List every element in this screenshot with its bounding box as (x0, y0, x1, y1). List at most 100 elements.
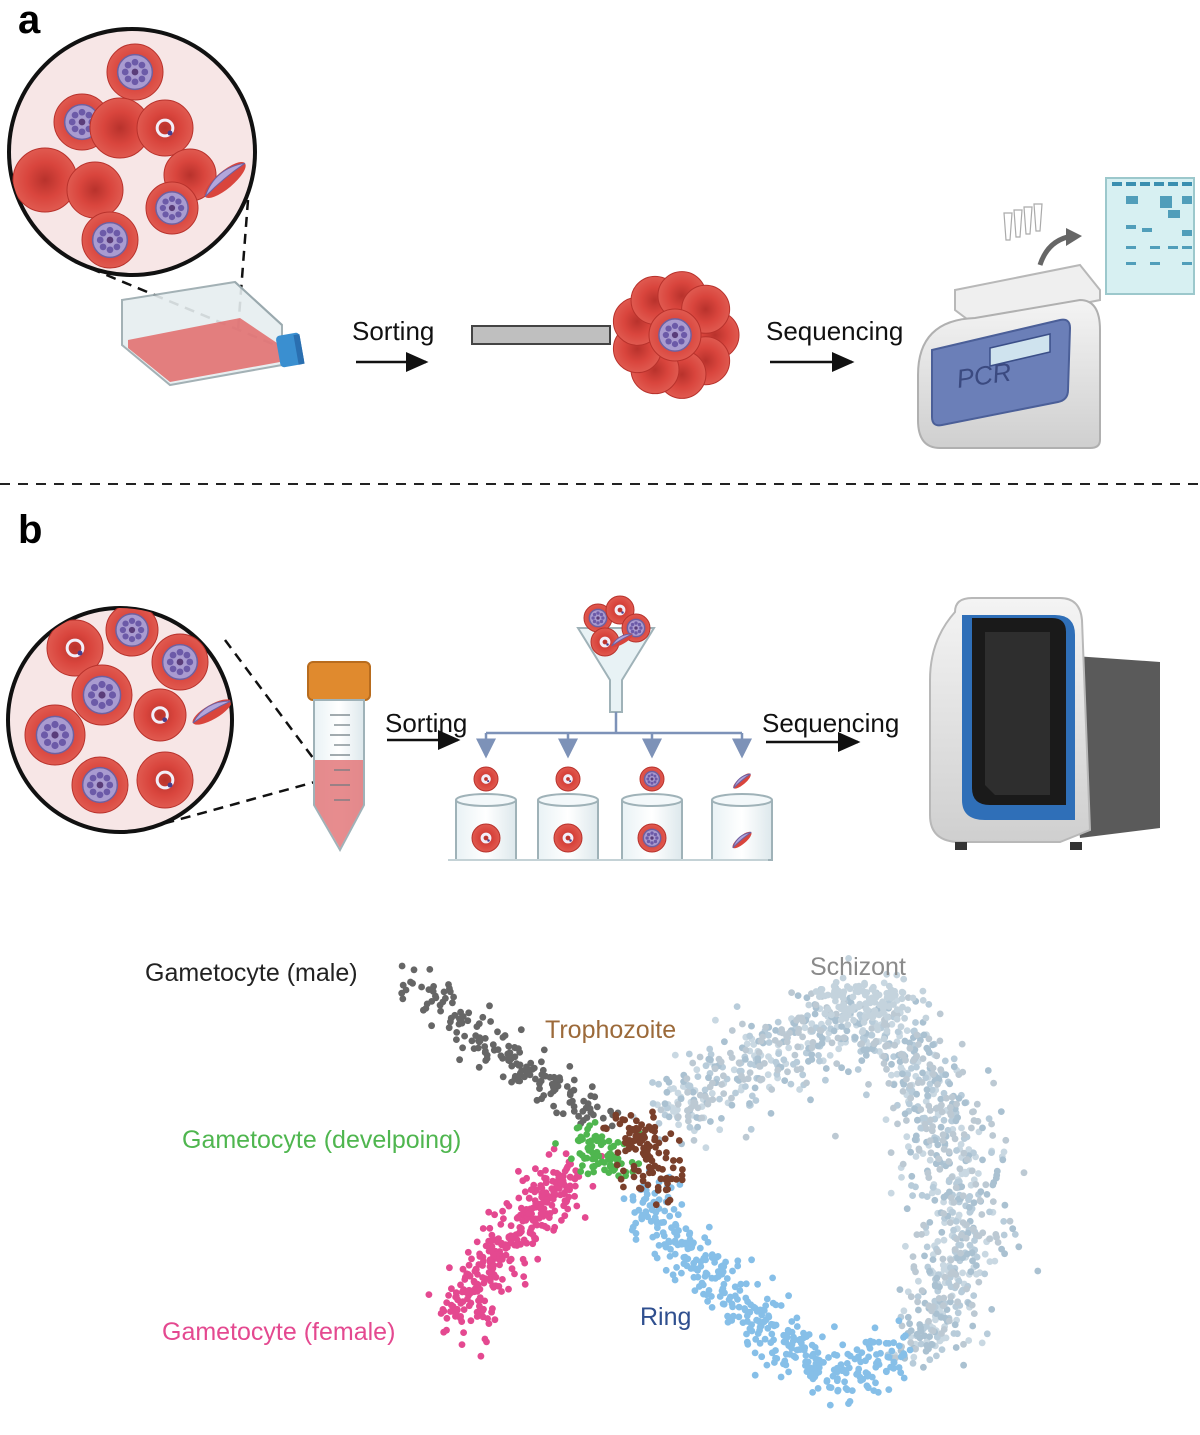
umap-point-ring (814, 1356, 821, 1363)
umap-point-schizont (968, 1301, 976, 1309)
umap-point-trophozoite (652, 1201, 660, 1209)
umap-point-male (529, 1066, 536, 1073)
umap-point-trophozoite (617, 1175, 625, 1183)
umap-point-schizont (917, 1124, 925, 1132)
umap-point-ring (819, 1333, 826, 1341)
umap-point-schizont (966, 1241, 974, 1249)
umap-point-trophozoite (676, 1157, 683, 1164)
umap-point-schizont (909, 994, 917, 1002)
umap-point-female (489, 1305, 496, 1312)
umap-point-male (587, 1092, 595, 1100)
umap-point-male (499, 1073, 507, 1081)
umap-point-female (581, 1214, 589, 1221)
umap-point-schizont (783, 1038, 791, 1046)
umap-point-schizont (940, 1145, 948, 1153)
umap-point-female (550, 1145, 558, 1153)
umap-point-schizont (907, 1148, 914, 1156)
umap-point-schizont (947, 1298, 954, 1306)
umap-point-female (460, 1306, 468, 1313)
umap-point-schizont (852, 983, 860, 990)
umap-point-schizont (952, 1184, 960, 1191)
umap-point-schizont (940, 1210, 948, 1217)
umap-point-schizont (954, 1309, 962, 1317)
umap-point-ring (680, 1260, 688, 1268)
umap-point-ring (862, 1338, 870, 1346)
umap-point-female (561, 1212, 569, 1220)
umap-point-ring (769, 1274, 776, 1282)
umap-point-male (451, 1011, 459, 1019)
umap-point-schizont (907, 1339, 915, 1346)
umap-point-female (446, 1264, 453, 1272)
umap-point-schizont (807, 1096, 814, 1104)
umap-point-female (561, 1167, 569, 1175)
umap-point-schizont (690, 1099, 698, 1107)
umap-point-ring (691, 1287, 699, 1294)
umap-point-female (476, 1253, 484, 1260)
umap-point-schizont (843, 1027, 851, 1035)
umap-point-ring (885, 1386, 893, 1393)
umap-point-ring (704, 1297, 711, 1305)
umap-point-schizont (961, 1099, 969, 1107)
umap-point-ring (831, 1323, 838, 1331)
umap-point-schizont (914, 1298, 921, 1306)
infected-red-blood-cell (136, 751, 194, 809)
umap-point-schizont (926, 1156, 934, 1164)
umap-point-ring (731, 1283, 739, 1291)
umap-point-schizont (876, 1001, 884, 1009)
umap-point-schizont (696, 1053, 704, 1061)
umap-point-female (465, 1261, 473, 1269)
umap-point-schizont (888, 1060, 895, 1068)
panel-a-label: a (18, 0, 41, 42)
umap-point-schizont (686, 1123, 694, 1131)
umap-point-trophozoite (659, 1166, 666, 1173)
umap-point-schizont (854, 988, 862, 996)
umap-point-schizont (959, 1192, 967, 1200)
umap-point-schizont (908, 1172, 916, 1180)
umap-point-schizont (896, 1286, 904, 1293)
umap-point-schizont (918, 1079, 926, 1086)
umap-point-schizont (946, 1219, 954, 1226)
umap-point-ring (692, 1256, 700, 1264)
umap-point-schizont (978, 1211, 986, 1218)
umap-point-schizont (842, 1013, 849, 1021)
umap-point-ring (831, 1351, 838, 1358)
umap-point-schizont (926, 1137, 934, 1145)
umap-point-schizont (711, 1065, 719, 1073)
umap-point-schizont (900, 1307, 908, 1315)
umap-point-schizont (952, 1117, 960, 1125)
umap-point-trophozoite (639, 1177, 647, 1185)
umap-point-schizont (953, 1147, 960, 1154)
umap-point-ring (788, 1328, 796, 1336)
umap-point-trophozoite (632, 1146, 639, 1153)
umap-point-developing (579, 1152, 586, 1159)
umap-point-male (465, 1009, 473, 1017)
umap-point-schizont (861, 991, 869, 999)
umap-point-ring (802, 1352, 810, 1359)
umap-point-trophozoite (651, 1134, 659, 1142)
umap-point-schizont (969, 1257, 976, 1265)
umap-point-schizont (938, 1228, 946, 1236)
umap-point-schizont (1020, 1169, 1028, 1177)
umap-point-trophozoite (675, 1137, 683, 1144)
umap-point-schizont (905, 1143, 912, 1151)
umap-point-schizont (670, 1085, 677, 1092)
umap-point-schizont (897, 1050, 905, 1058)
umap-point-ring (825, 1354, 832, 1361)
umap-point-schizont (899, 989, 907, 997)
umap-point-male (593, 1103, 601, 1111)
umap-point-schizont (733, 1003, 741, 1010)
umap-point-schizont (913, 1052, 920, 1060)
umap-point-developing (579, 1162, 586, 1169)
umap-point-schizont (860, 1018, 868, 1026)
umap-point-ring (823, 1378, 831, 1385)
umap-point-ring (756, 1339, 764, 1347)
umap-point-schizont (835, 1003, 843, 1011)
umap-point-schizont (940, 1236, 948, 1244)
umap-point-ring (651, 1214, 659, 1221)
umap-point-ring (746, 1308, 754, 1316)
umap-point-female (473, 1313, 481, 1320)
umap-point-ring (751, 1349, 759, 1357)
umap-point-schizont (918, 1231, 925, 1238)
umap-point-schizont (952, 1282, 960, 1290)
umap-point-ring (762, 1316, 770, 1324)
